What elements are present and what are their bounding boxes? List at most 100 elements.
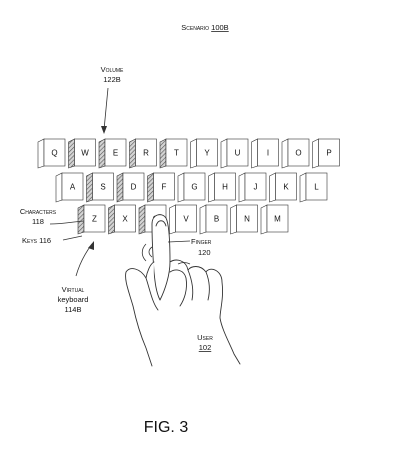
key-side: [230, 204, 237, 235]
characters-label: Characters: [20, 207, 57, 216]
key-u[interactable]: U: [220, 138, 249, 169]
key-face: [244, 172, 267, 201]
key-face: [196, 138, 218, 167]
key-v[interactable]: V: [169, 204, 197, 235]
key-side: [169, 204, 176, 235]
key-side: [177, 172, 185, 203]
figure-caption: FIG. 3: [144, 419, 189, 436]
key-face: [214, 172, 236, 201]
key-side: [147, 172, 154, 203]
key-side: [77, 204, 85, 235]
key-label: U: [235, 149, 241, 158]
key-face: [318, 138, 340, 167]
key-g[interactable]: G: [177, 172, 206, 203]
key-face: [305, 172, 328, 201]
key-face: [205, 204, 228, 233]
finger-nail: [155, 220, 167, 227]
key-side: [55, 172, 63, 203]
key-face: [74, 138, 96, 167]
key-side: [138, 204, 146, 235]
key-label: W: [81, 149, 89, 158]
key-e[interactable]: E: [98, 138, 127, 169]
key-q[interactable]: Q: [37, 138, 66, 169]
scenario-title: Scenario 100B: [181, 23, 228, 32]
key-face: [114, 204, 136, 233]
hand-body: [125, 259, 241, 367]
key-w[interactable]: W: [68, 138, 96, 169]
key-side: [260, 204, 268, 235]
key-label: I: [267, 149, 269, 158]
key-j[interactable]: J: [238, 172, 267, 203]
finger-fold-1: [169, 269, 187, 307]
key-side: [299, 172, 307, 203]
key-face: [175, 204, 197, 233]
key-side: [281, 138, 289, 169]
characters-leader-line: [49, 220, 85, 225]
key-side: [129, 138, 136, 169]
key-side: [108, 204, 115, 235]
key-face: [226, 138, 249, 167]
key-f[interactable]: F: [147, 172, 175, 203]
key-k[interactable]: K: [269, 172, 297, 203]
key-label: D: [131, 183, 137, 192]
finger-leader-line: [167, 240, 191, 243]
key-x[interactable]: X: [108, 204, 136, 235]
volume-leader-line: [103, 87, 109, 131]
key-face: [122, 172, 145, 201]
key-i[interactable]: I: [251, 138, 279, 169]
key-label: M: [274, 215, 281, 224]
key-d[interactable]: D: [116, 172, 145, 203]
motion-arc-2: [141, 243, 147, 262]
key-face: [183, 172, 206, 201]
key-t[interactable]: T: [159, 138, 188, 169]
key-label: X: [122, 215, 128, 224]
key-face: [92, 172, 114, 201]
key-label: O: [295, 149, 301, 158]
finger-ref: 120: [198, 248, 211, 257]
key-label: Z: [92, 215, 97, 224]
key-m[interactable]: M: [260, 204, 289, 235]
characters-ref: 118: [32, 217, 44, 226]
key-l[interactable]: L: [299, 172, 328, 203]
key-label: V: [183, 215, 189, 224]
key-a[interactable]: A: [55, 172, 84, 203]
key-side: [220, 138, 228, 169]
motion-arc-1: [148, 246, 153, 258]
key-b[interactable]: B: [199, 204, 228, 235]
key-label: J: [254, 183, 258, 192]
key-label: N: [244, 215, 250, 224]
key-z[interactable]: Z: [77, 204, 106, 235]
key-label: G: [191, 183, 197, 192]
virtual-label: Virtual: [62, 285, 85, 294]
key-h[interactable]: H: [208, 172, 236, 203]
finger-fold-2: [187, 269, 194, 301]
key-side: [68, 138, 75, 169]
user-label: User: [197, 333, 213, 342]
keyboard-arrowhead: [88, 241, 94, 250]
key-p[interactable]: P: [312, 138, 340, 169]
key-r[interactable]: R: [129, 138, 157, 169]
key-y[interactable]: Y: [190, 138, 218, 169]
key-side: [199, 204, 207, 235]
key-face: [104, 138, 127, 167]
keyboard-leader-line: [75, 243, 93, 277]
key-face: [43, 138, 66, 167]
key-s[interactable]: S: [86, 172, 114, 203]
key-label: K: [283, 183, 289, 192]
key-label: R: [143, 149, 149, 158]
keyboard-label: keyboard: [58, 295, 89, 304]
key-side: [269, 172, 276, 203]
finger-label: Finger: [191, 237, 212, 246]
key-label: P: [326, 149, 331, 158]
key-n[interactable]: N: [230, 204, 258, 235]
key-side: [159, 138, 167, 169]
key-label: Q: [51, 149, 57, 158]
index-finger: [151, 214, 171, 301]
key-face: [165, 138, 188, 167]
key-side: [251, 138, 258, 169]
key-label: F: [162, 183, 167, 192]
key-o[interactable]: O: [281, 138, 310, 169]
key-side: [208, 172, 215, 203]
key-face: [257, 138, 279, 167]
